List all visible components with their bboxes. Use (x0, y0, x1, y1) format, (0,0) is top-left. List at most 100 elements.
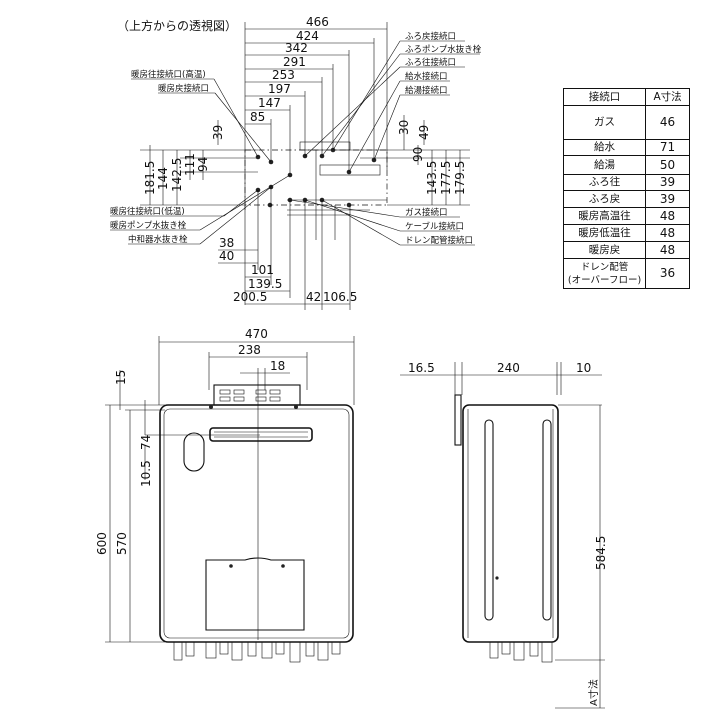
dim-10-5: 10.5 (139, 460, 153, 487)
label-heating-return: 暖房戻接続口 (158, 83, 209, 94)
dim-49: 49 (417, 125, 431, 140)
table-row: 給湯 50 (562, 155, 690, 175)
label-heating-pump-drain: 暖房ポンプ水抜き栓 (110, 220, 187, 231)
a-dimension-label: A寸法 (587, 679, 600, 706)
dim-200-5: 200.5 (233, 290, 267, 304)
dim-238: 238 (238, 343, 261, 357)
dim-30: 30 (397, 120, 411, 135)
row-gas-value: 46 (645, 105, 690, 140)
row-bath-return-value: 39 (645, 190, 690, 208)
dim-253: 253 (272, 68, 295, 82)
label-neutralizer-drain: 中和器水抜き栓 (128, 234, 188, 245)
side-view: 16.5 240 10 584.5 A寸法 (400, 361, 608, 709)
exhaust-outlet (209, 427, 313, 442)
top-view-left-labels: 暖房往接続口(高温) 暖房戻接続口 暖房往接続口(低温) 暖房ポンプ水抜き栓 中… (110, 69, 291, 245)
dim-94: 94 (196, 157, 210, 172)
dim-570: 570 (115, 532, 129, 555)
dim-42: 42 (306, 290, 321, 304)
row-gas-name: ガス (562, 105, 647, 140)
table-row: 暖房戻 48 (562, 241, 690, 259)
label-drain-pipe: ドレン配管接続口 (405, 235, 473, 246)
top-view-horizontal-dims: 466 424 342 291 253 197 147 85 (244, 15, 388, 210)
dim-106-5: 106.5 (323, 290, 357, 304)
dim-466: 466 (306, 15, 329, 29)
dim-18: 18 (270, 359, 285, 373)
table-row: ふろ往 39 (562, 174, 690, 191)
dim-342: 342 (285, 41, 308, 55)
front-view: 470 238 18 600 570 15 74 10.5 (95, 327, 355, 663)
dim-40: 40 (219, 249, 234, 263)
side-rib-left (484, 419, 494, 621)
row-heat-high-value: 48 (645, 207, 690, 225)
dim-144: 144 (156, 167, 170, 190)
connection-dimension-table: 接続口 A寸法 ガス 46 給水 71 給湯 50 ふろ往 39 ふろ戻 39 … (562, 88, 690, 289)
side-rib-right (542, 419, 552, 621)
row-hotwater-name: 給湯 (562, 155, 647, 175)
control-block (213, 384, 301, 406)
dim-16-5: 16.5 (408, 361, 435, 375)
dim-584-5: 584.5 (594, 536, 608, 570)
row-heat-low-name: 暖房低温往 (562, 224, 647, 242)
dim-90: 90 (411, 147, 425, 162)
table-header-connection: 接続口 (562, 88, 647, 106)
dim-291: 291 (283, 55, 306, 69)
table-header-row: 接続口 A寸法 (562, 88, 690, 106)
label-heating-supply-high: 暖房往接続口(高温) (131, 69, 206, 80)
row-bath-return-name: ふろ戻 (562, 190, 647, 208)
top-view-caption: （上方からの透視図） (117, 18, 237, 33)
dim-15: 15 (114, 370, 128, 385)
row-heat-return-name: 暖房戻 (562, 241, 647, 259)
row-water-name: 給水 (562, 139, 647, 156)
dim-111: 111 (183, 153, 197, 176)
dim-181-5: 181.5 (143, 161, 157, 195)
top-view-right-vertical-dims: 179.5 177.5 143.5 90 49 30 (345, 115, 470, 206)
label-hot-water: 給湯接続口 (405, 85, 448, 96)
dim-470: 470 (245, 327, 268, 341)
wall-bracket (454, 394, 462, 446)
table-row: 暖房低温往 48 (562, 224, 690, 242)
dim-101: 101 (251, 263, 274, 277)
dim-179-5: 179.5 (453, 161, 467, 195)
label-heating-supply-low: 暖房往接続口(低温) (110, 206, 185, 217)
label-bath-return: ふろ戻接続口 (405, 31, 456, 42)
pilot-window (183, 432, 205, 472)
label-gas: ガス接続口 (405, 207, 448, 218)
dim-74: 74 (139, 435, 153, 450)
row-heat-low-value: 48 (645, 224, 690, 242)
side-body (462, 404, 559, 643)
row-heat-return-value: 48 (645, 241, 690, 259)
dim-240: 240 (497, 361, 520, 375)
dim-600: 600 (95, 532, 109, 555)
table-header-a-dim: A寸法 (645, 88, 690, 106)
row-drain-value: 36 (645, 258, 690, 289)
dim-143-5: 143.5 (425, 161, 439, 195)
port-extra-1 (346, 202, 352, 208)
front-fittings (173, 641, 341, 663)
label-bath-supply: ふろ往接続口 (405, 57, 456, 68)
table-row: ふろ戻 39 (562, 190, 690, 208)
row-bath-supply-name: ふろ往 (562, 174, 647, 191)
port-extra-2 (267, 202, 273, 208)
dim-197: 197 (268, 82, 291, 96)
table-row: ドレン配管 (オーバーフロー) 36 (562, 258, 690, 289)
dim-177-5: 177.5 (439, 161, 453, 195)
service-panel (205, 557, 305, 631)
row-heat-high-name: 暖房高温往 (562, 207, 647, 225)
label-bath-pump-drain: ふろポンプ水抜き栓 (405, 44, 482, 55)
dim-424: 424 (296, 29, 319, 43)
dim-142-5: 142.5 (170, 158, 184, 192)
top-view: （上方からの透視図） 466 424 342 291 253 197 147 (110, 15, 482, 310)
dim-38: 38 (219, 236, 234, 250)
dim-85: 85 (250, 110, 265, 124)
label-cable: ケーブル接続口 (405, 221, 464, 232)
row-bath-supply-value: 39 (645, 174, 690, 191)
dim-139-5: 139.5 (248, 277, 282, 291)
dim-147: 147 (258, 96, 281, 110)
table-row: 暖房高温往 48 (562, 207, 690, 225)
row-water-value: 71 (645, 139, 690, 156)
top-view-right-labels: ふろ戻接続口 ふろポンプ水抜き栓 ふろ往接続口 給水接続口 給湯接続口 ガス接続… (289, 31, 482, 246)
dim-10: 10 (576, 361, 591, 375)
row-hotwater-value: 50 (645, 155, 690, 175)
